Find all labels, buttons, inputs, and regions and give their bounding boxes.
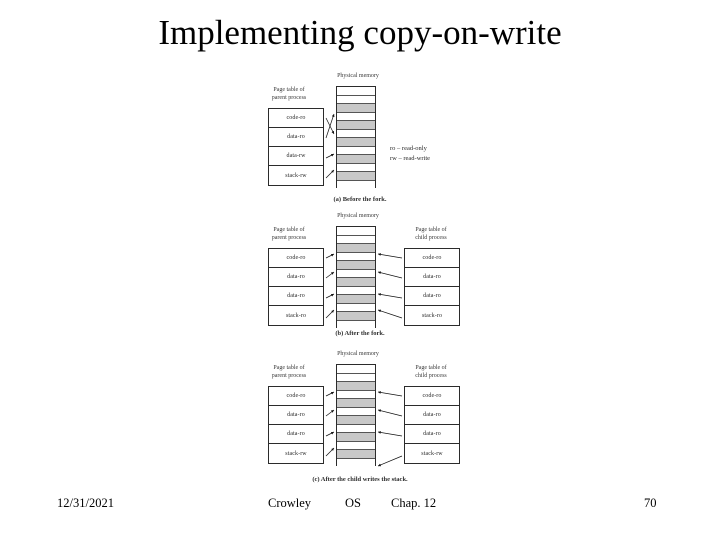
page-table-entry: code-ro <box>405 387 459 406</box>
memory-cell <box>337 312 375 321</box>
panel-before-fork: Physical memory Page table of parent pro… <box>0 66 720 216</box>
footer-chapter: Chap. 12 <box>391 496 437 510</box>
memory-cell <box>337 424 375 433</box>
memory-cell <box>337 433 375 442</box>
memory-cell <box>337 112 375 121</box>
memory-cell <box>337 399 375 408</box>
parent-table-label-c-line2: parent process <box>271 373 307 379</box>
child-table-label-c-line2: child process <box>415 373 447 379</box>
memory-cell <box>337 261 375 270</box>
memory-cell <box>337 373 375 382</box>
memory-cell <box>337 235 375 244</box>
page-table-entry: code-ro <box>269 109 323 128</box>
memory-cell <box>337 382 375 391</box>
page-table-entry: data-ro <box>269 268 323 287</box>
caption-a: (a) Before the fork. <box>333 196 387 203</box>
caption-c: (c) After the child writes the stack. <box>312 476 408 483</box>
memory-cell <box>337 407 375 416</box>
parent-page-table-a: code-ro data-ro data-rw stack-rw <box>268 108 324 186</box>
page-table-entry: data-ro <box>269 128 323 147</box>
parent-table-label-b-line2: parent process <box>271 235 307 241</box>
page-table-entry: stack-ro <box>285 312 307 319</box>
child-page-table-c: code-ro data-ro data-ro stack-rw <box>404 386 460 464</box>
page-table-entry: stack-rw <box>421 450 443 457</box>
copy-on-write-figure: Physical memory Page table of parent pro… <box>0 66 720 486</box>
memory-cell <box>337 450 375 459</box>
memory-cell <box>337 129 375 138</box>
physical-memory-label-c: Physical memory <box>337 351 379 357</box>
memory-cell <box>337 138 375 147</box>
memory-cell <box>337 320 375 329</box>
memory-cell <box>337 269 375 278</box>
memory-cell <box>337 87 375 96</box>
memory-cell <box>337 104 375 113</box>
physical-memory-column-b <box>336 226 376 329</box>
memory-cell <box>337 390 375 399</box>
parent-table-label-a-line1: Page table of <box>273 87 305 93</box>
child-table-label-b-line2: child process <box>415 235 447 241</box>
child-table-label-b-line1: Page table of <box>415 227 447 233</box>
page-table-entry: data-rw <box>269 147 323 166</box>
child-table-label-c-line1: Page table of <box>415 365 447 371</box>
memory-cell <box>337 295 375 304</box>
panel-after-child-writes-stack: Physical memory Page table of parent pro… <box>0 340 720 486</box>
memory-cell <box>337 180 375 189</box>
memory-cell <box>337 365 375 374</box>
page-table-entry: data-ro <box>405 406 459 425</box>
page-table-entry: data-ro <box>269 287 323 306</box>
memory-cell <box>337 244 375 253</box>
memory-cell <box>337 95 375 104</box>
page-table-entry: stack-rw <box>285 450 307 457</box>
child-page-table-b: code-ro data-ro data-ro stack-ro <box>404 248 460 326</box>
memory-cell <box>337 303 375 312</box>
physical-memory-label-b: Physical memory <box>337 213 379 219</box>
memory-cell <box>337 286 375 295</box>
memory-cell <box>337 458 375 467</box>
footer-course: OS <box>345 496 361 510</box>
page-table-entry: stack-rw <box>285 172 307 179</box>
legend-ro: ro – read-only <box>390 145 427 152</box>
slide-footer: 12/31/2021 Crowley OS Chap. 12 70 <box>0 496 720 516</box>
memory-cell <box>337 121 375 130</box>
page-title: Implementing copy-on-write <box>158 13 562 52</box>
footer-page-number: 70 <box>644 496 657 510</box>
memory-cell <box>337 227 375 236</box>
parent-page-table-b: code-ro data-ro data-ro stack-ro <box>268 248 324 326</box>
physical-memory-label-a: Physical memory <box>337 73 379 79</box>
physical-memory-column-c <box>336 364 376 467</box>
memory-cell <box>337 252 375 261</box>
memory-cell <box>337 416 375 425</box>
memory-cell <box>337 155 375 164</box>
parent-table-label-b-line1: Page table of <box>273 227 305 233</box>
caption-b: (b) After the fork. <box>335 330 385 337</box>
memory-cell <box>337 278 375 287</box>
page-table-entry: code-ro <box>405 249 459 268</box>
page-table-entry: code-ro <box>269 387 323 406</box>
page-table-entry: data-ro <box>269 425 323 444</box>
memory-cell <box>337 163 375 172</box>
page-table-entry: data-ro <box>405 268 459 287</box>
memory-cell <box>337 441 375 450</box>
page-table-entry: data-ro <box>405 425 459 444</box>
parent-page-table-c: code-ro data-ro data-ro stack-rw <box>268 386 324 464</box>
parent-table-label-c-line1: Page table of <box>273 365 305 371</box>
footer-date: 12/31/2021 <box>57 496 114 510</box>
memory-cell <box>337 172 375 181</box>
page-table-entry: data-ro <box>405 287 459 306</box>
page-table-entry: data-ro <box>269 406 323 425</box>
physical-memory-column-a <box>336 86 376 189</box>
page-table-entry: stack-ro <box>421 312 443 319</box>
memory-cell <box>337 146 375 155</box>
legend-rw: rw – read-write <box>390 155 431 162</box>
parent-table-label-a-line2: parent process <box>271 95 307 101</box>
page-table-entry: code-ro <box>269 249 323 268</box>
footer-author: Crowley <box>268 496 312 510</box>
panel-after-fork: Physical memory Page table of parent pro… <box>0 208 720 340</box>
legend-a: ro – read-only rw – read-write <box>390 144 430 164</box>
